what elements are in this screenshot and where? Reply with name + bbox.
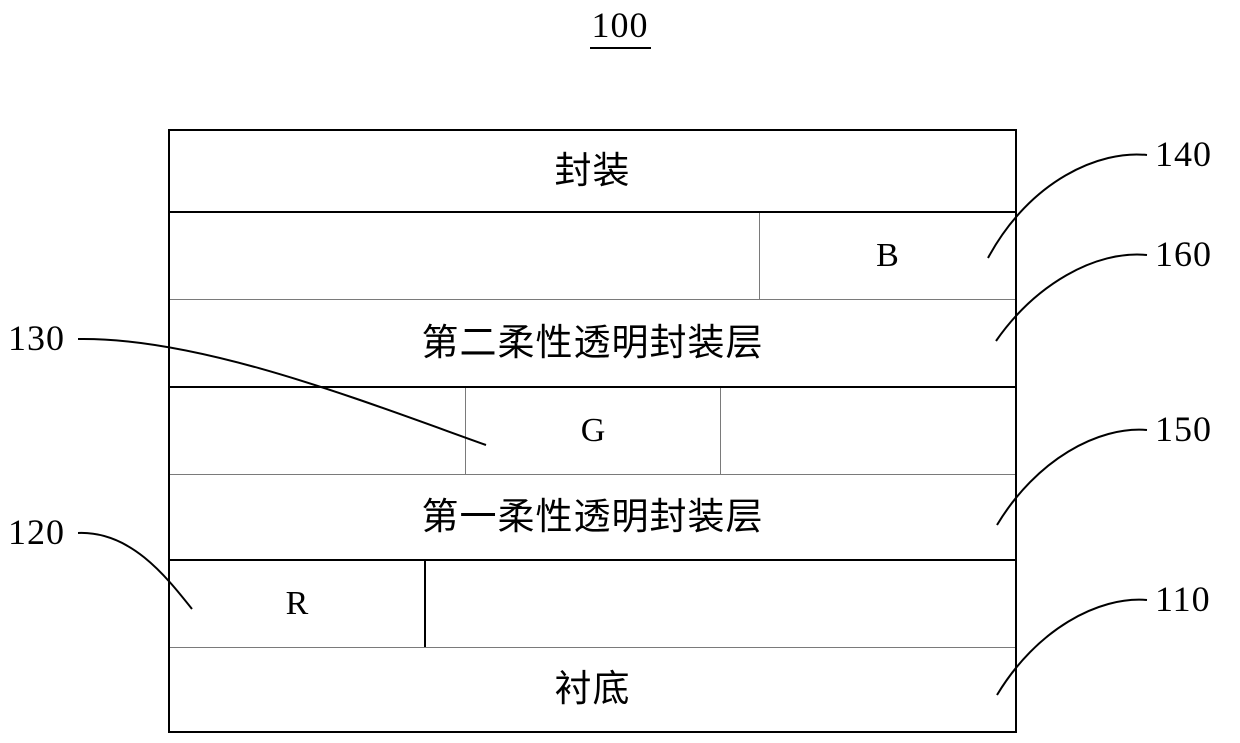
cell-substrate: 衬底 bbox=[170, 648, 1015, 731]
ref-number-120: 120 bbox=[8, 512, 65, 552]
stack-row-encapsulation: 封装 bbox=[170, 131, 1015, 213]
label-first-flexible-layer: 第一柔性透明封装层 bbox=[421, 496, 764, 538]
cell-green-row-blank-left bbox=[170, 388, 466, 474]
stack-row-substrate: 衬底 bbox=[170, 648, 1015, 731]
cell-green-row-blank-right bbox=[721, 388, 1015, 474]
label-green-subpixel: G bbox=[580, 412, 606, 449]
cell-red-row-blank bbox=[426, 561, 1015, 647]
stack-row-second-flexible-layer: 第二柔性透明封装层 bbox=[170, 300, 1015, 388]
label-encapsulation: 封装 bbox=[554, 150, 631, 192]
label-second-flexible-layer: 第二柔性透明封装层 bbox=[421, 322, 764, 364]
cell-blue-subpixel: B bbox=[760, 213, 1015, 299]
leader-line-110 bbox=[996, 598, 1148, 696]
stack-row-red-subpixel: R bbox=[170, 561, 1015, 648]
cell-red-subpixel: R bbox=[170, 561, 426, 647]
ref-number-110: 110 bbox=[1155, 579, 1211, 619]
label-blue-subpixel: B bbox=[876, 237, 899, 274]
stack-row-blue-subpixel: B bbox=[170, 213, 1015, 300]
ref-number-150: 150 bbox=[1155, 409, 1212, 449]
device-stack-diagram: 封装 B 第二柔性透明封装层 G 第一柔性透明封装层 bbox=[168, 129, 1017, 733]
stack-row-green-subpixel: G bbox=[170, 388, 1015, 475]
figure-number-text: 100 bbox=[589, 5, 651, 49]
cell-blue-row-blank bbox=[170, 213, 760, 299]
ref-number-160: 160 bbox=[1155, 234, 1212, 274]
stack-row-first-flexible-layer: 第一柔性透明封装层 bbox=[170, 475, 1015, 561]
cell-first-flexible-layer: 第一柔性透明封装层 bbox=[170, 475, 1015, 559]
label-substrate: 衬底 bbox=[554, 669, 631, 710]
figure-number: 100 bbox=[0, 4, 1240, 49]
cell-encapsulation: 封装 bbox=[170, 131, 1015, 211]
label-red-subpixel: R bbox=[285, 585, 309, 622]
cell-green-subpixel: G bbox=[466, 388, 721, 474]
leader-line-160 bbox=[995, 253, 1148, 342]
ref-number-130: 130 bbox=[8, 318, 65, 358]
ref-number-140: 140 bbox=[1155, 134, 1212, 174]
leader-line-150 bbox=[996, 428, 1148, 526]
cell-second-flexible-layer: 第二柔性透明封装层 bbox=[170, 300, 1015, 386]
